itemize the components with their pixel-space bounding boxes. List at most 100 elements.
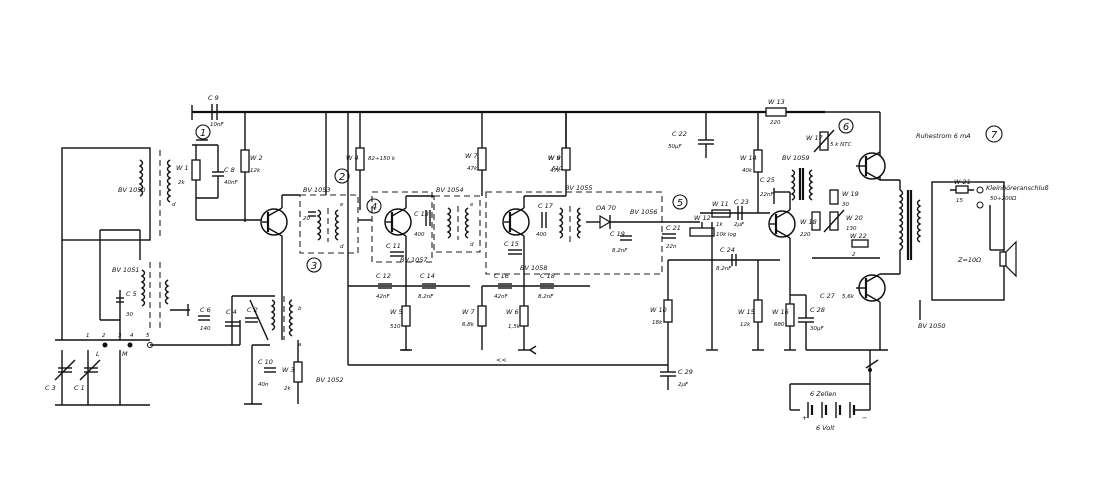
resistor-w3: W 3 2k BV 1052 — [282, 340, 344, 404]
if-transformer-bv1054: BV 1054 e d — [406, 186, 481, 253]
if-stage-1-box: BV 1057 — [371, 191, 433, 264]
label-c19-value: 8,2nF — [612, 248, 628, 254]
label-c18-value: 8,2nF — [538, 294, 554, 300]
marker-1: 1 — [195, 124, 211, 140]
if-stage-2-box: BV 1058 BV 1055 — [485, 184, 663, 275]
label-w16: W 16 — [772, 308, 789, 316]
marker-2-label: 2 — [339, 172, 345, 183]
label-bv1057: BV 1057 — [400, 256, 428, 264]
resistor-w9: W 9 510 — [548, 112, 567, 172]
text: − — [862, 414, 867, 422]
label-c17-value: 400 — [536, 232, 547, 238]
volume-pot-w12[interactable]: W 12 10k log — [689, 214, 737, 238]
label-c5-value: 30 — [126, 312, 133, 318]
marker-1-label: 1 — [200, 128, 206, 139]
detector-diode-oa70: OA 70 BV 1056 — [586, 204, 658, 230]
resistor-w19: W 19 30 — [829, 189, 859, 208]
label-c14-value: 8,2nF — [418, 294, 434, 300]
label-w1-value: 2k — [178, 180, 185, 186]
label-c9-value: 10nF — [210, 122, 224, 128]
marker-4-label: 4 — [371, 202, 377, 213]
label-w10: W 10 — [650, 306, 667, 314]
resistor-w4: W 4 82÷150 k — [346, 112, 396, 210]
label-bv1055: BV 1055 — [565, 184, 593, 192]
label-bv1054: BV 1054 — [436, 186, 464, 194]
pin-e: e — [470, 202, 474, 208]
capacitor-c15: C 15 — [504, 240, 522, 255]
label-c3: C 3 — [45, 384, 56, 392]
label-c11: C 11 — [386, 242, 401, 250]
battery: + − 6 Zellen 6 Volt — [789, 350, 879, 432]
label-w21-value: 15 — [956, 198, 963, 204]
label-w11: W 11 — [712, 200, 729, 208]
label-bv1050-input: BV 1050 — [118, 186, 146, 194]
label-w13: W 13 — [768, 98, 785, 106]
capacitor-c12: C 12 42nF — [376, 272, 392, 300]
capacitor-c19: C 19 8,2nF — [610, 230, 632, 254]
output-transformer-bv1050: BV 1050 Ruhestrom 6 mA — [898, 132, 971, 330]
speaker-section: W 21 15 Kleinhöreranschluß 50÷200Ω Z=10Ω — [931, 178, 1049, 301]
label-c24: C 24 — [720, 246, 735, 254]
pin-d: d — [340, 244, 344, 250]
switch-pin-4: 4 — [130, 333, 134, 339]
capacitor-c29: C 29 2µF — [660, 368, 693, 390]
label-c9: C 9 — [208, 94, 219, 102]
label-w19-value: 30 — [842, 202, 849, 208]
capacitor-c5: C 5 30 — [116, 290, 137, 318]
label-w7: W 7 — [465, 152, 478, 160]
label-c10-value: 40n — [258, 382, 269, 388]
capacitor-c10: C 10 40n — [258, 358, 276, 388]
capacitor-c24: C 24 8,2nF — [716, 246, 737, 272]
pin-d: d — [172, 202, 176, 208]
pin-d: d — [470, 242, 474, 248]
label-c27-value: 5,6k — [842, 294, 855, 300]
resistor-w20[interactable]: W 20 130 — [823, 209, 863, 233]
label-bv1058: BV 1058 — [520, 264, 548, 272]
label-c23: C 23 — [734, 198, 749, 206]
transistor-output-upper — [856, 151, 900, 181]
label-w11-value: 1k — [716, 222, 723, 228]
label-c19: C 19 — [610, 230, 625, 238]
label-ruhestrom: Ruhestrom 6 mA — [916, 132, 971, 140]
label-w15: W 15 — [738, 308, 755, 316]
resistor-w15: W 15 12k — [738, 260, 764, 351]
label-w5: W 5 — [390, 308, 403, 316]
resistor-w7: W 7 47k W 7 6,8k — [462, 112, 487, 350]
text: + — [802, 414, 807, 422]
label-w5-value: 510 — [390, 324, 401, 330]
capacitor-c13: C 13 400 — [414, 210, 431, 238]
capacitor-c14: C 14 8,2nF — [418, 272, 436, 300]
label-w20: W 20 — [846, 214, 863, 222]
label-bv1056: BV 1056 — [630, 208, 658, 216]
wave-switch[interactable]: 1 2 3 4 5 L M — [55, 320, 241, 358]
label-c21-value: 22n — [666, 244, 677, 250]
switch-pin-5: 5 — [146, 333, 150, 339]
capacitor-c8: C 8 40nF — [196, 145, 238, 199]
driver-transformer-bv1059: BV 1059 — [782, 154, 814, 201]
label-w12-value: 10k log — [716, 232, 737, 238]
label-w20-value: 130 — [846, 226, 857, 232]
resistor-w14: W 14 40k — [740, 112, 763, 213]
label-w12: W 12 — [694, 214, 711, 222]
antenna-section: BV 1050 d BV 1051 — [61, 147, 190, 340]
if-transformer-bv1053: BV 1053 20 e d — [282, 186, 372, 254]
label-w16-value: 680 — [774, 322, 785, 328]
capacitor-c11: C 11 — [386, 242, 404, 257]
capacitor-c21: C 21 22n — [662, 224, 681, 250]
label-c17: C 17 — [538, 202, 554, 210]
transistor-t3 — [502, 196, 530, 286]
pin-a: a — [298, 342, 302, 348]
label-c22-value: 50µF — [668, 144, 682, 150]
label-c21: C 21 — [666, 224, 681, 232]
label-c12-value: 42nF — [376, 294, 390, 300]
label-w1: W 1 — [176, 164, 189, 172]
label-c16-value: 42nF — [494, 294, 508, 300]
switch-pos-m: M — [122, 350, 128, 358]
marker-6: 6 — [838, 118, 854, 134]
label-c8: C 8 — [224, 166, 235, 174]
label-c29: C 29 — [678, 368, 693, 376]
text: << — [496, 356, 507, 364]
transistor-driver — [768, 192, 796, 295]
text: 47k — [467, 166, 478, 172]
label-oa70: OA 70 — [596, 204, 616, 212]
